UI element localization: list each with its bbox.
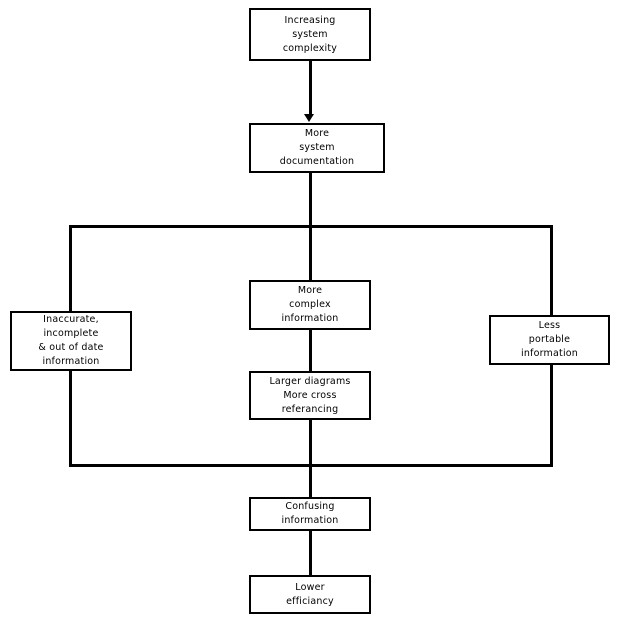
connector-bus-top-to-left-branch <box>69 225 72 311</box>
connector-left-branch-to-bus-bottom <box>69 371 72 467</box>
connector-bus-top-to-center-branch <box>309 225 312 280</box>
connector-diagrams-to-bus-bottom <box>309 420 312 467</box>
node-label-line: referancing <box>281 403 339 415</box>
node-increasing-system-complexity[interactable]: Increasing system complexity <box>249 8 371 61</box>
node-more-system-documentation[interactable]: More system documentation <box>249 123 385 173</box>
node-less-portable-information[interactable]: Less portable information <box>489 315 610 365</box>
connector-complex-to-diagrams <box>309 330 312 371</box>
node-label-line: Larger diagrams <box>269 375 351 387</box>
node-label-line: system <box>299 142 335 153</box>
node-label-line: Inaccurate, <box>43 314 99 325</box>
connector-documentation-to-bus-top <box>309 173 312 227</box>
node-label-line: information <box>520 348 579 359</box>
node-label-line: More cross <box>283 389 337 401</box>
node-label-line: efficiancy <box>286 595 334 607</box>
node-confusing-information[interactable]: Confusing information <box>249 497 371 531</box>
node-label-line: & out of date <box>38 342 104 353</box>
node-label-line: Confusing <box>285 501 335 512</box>
node-label-line: portable <box>528 334 571 345</box>
connector-bus-top-to-right-branch <box>550 225 553 315</box>
connector-right-branch-to-bus-bottom <box>550 365 553 467</box>
node-inaccurate-incomplete-information[interactable]: Inaccurate, incomplete & out of date inform… <box>10 311 132 371</box>
connector-complexity-to-documentation <box>309 61 312 116</box>
node-label-line: incomplete <box>43 328 99 339</box>
node-label-line: More <box>297 285 323 296</box>
node-label-line: system <box>292 28 328 40</box>
node-lower-efficiancy[interactable]: Lower efficiancy <box>249 575 371 614</box>
node-label-line: More <box>304 128 330 139</box>
node-label-line: Lower <box>295 581 325 593</box>
node-label-line: Increasing <box>284 14 336 26</box>
node-label-line: information <box>42 356 100 367</box>
node-label-line: information <box>281 515 339 526</box>
node-label-line: documentation <box>279 156 355 167</box>
connector-bus-bottom-to-confusing <box>309 464 312 500</box>
node-label-line: complexity <box>282 42 338 54</box>
node-label-line: complex <box>289 299 331 310</box>
node-more-complex-information[interactable]: More complex information <box>249 280 371 330</box>
connector-confusing-to-lower-efficiancy <box>309 531 312 577</box>
node-label-line: information <box>281 313 339 324</box>
arrowhead-into-more-system-documentation <box>304 114 314 122</box>
node-label-line: Less <box>538 320 561 331</box>
